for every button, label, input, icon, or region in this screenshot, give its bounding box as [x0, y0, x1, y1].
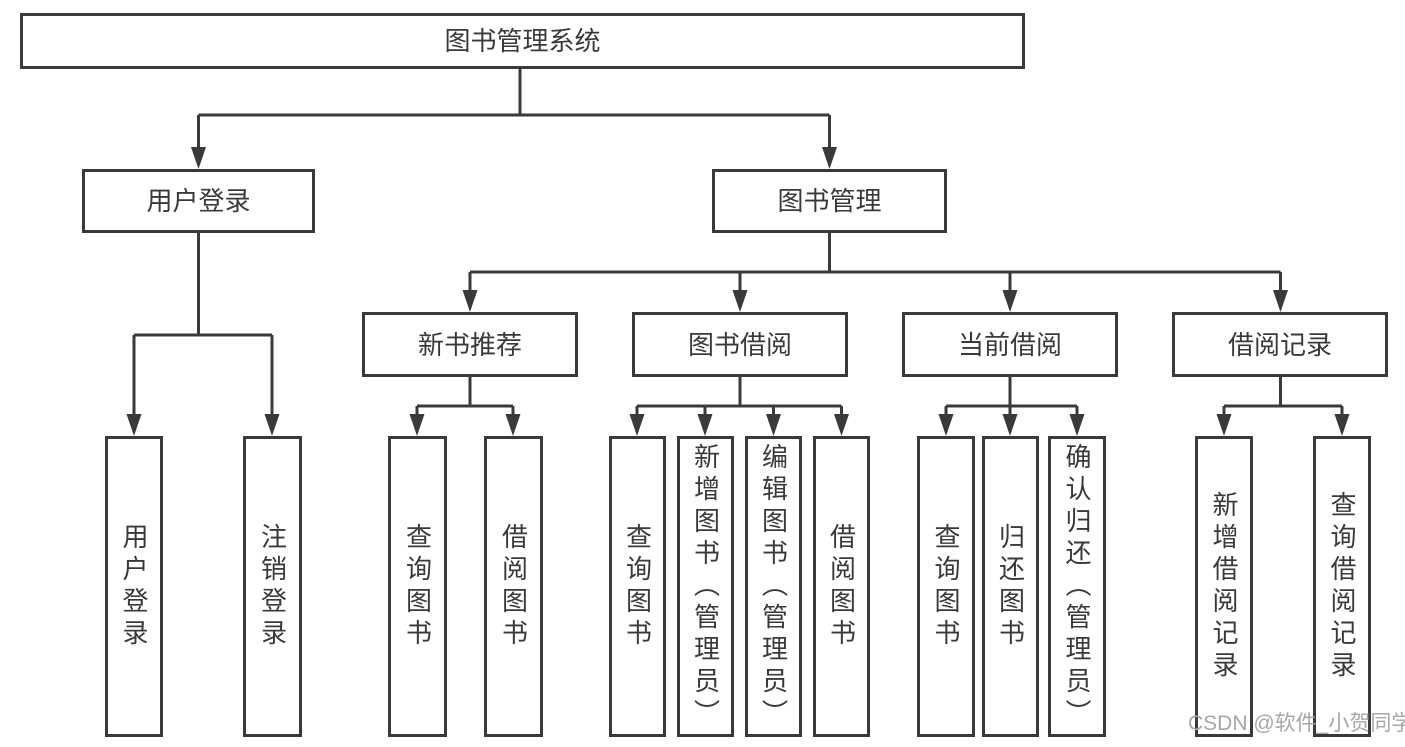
- leaf-add-book-admin-label: 新增图书（管理员）: [690, 442, 721, 731]
- leaf-add-borrow-record: 新增借阅记录: [1195, 436, 1253, 737]
- node-new-book-recommend: 新书推荐: [362, 312, 578, 377]
- node-book-management: 图书管理: [712, 169, 947, 233]
- leaf-borrow-books-recommend-label: 借阅图书: [498, 522, 529, 651]
- connector-new-book-children: [409, 377, 521, 436]
- leaf-query-books-current-label: 查询图书: [931, 522, 961, 651]
- leaf-add-book-admin: 新增图书（管理员）: [677, 436, 734, 737]
- leaf-query-books-recommend-label: 查询图书: [402, 522, 433, 651]
- leaf-query-books-borrowing-label: 查询图书: [622, 522, 653, 651]
- leaf-query-borrow-record: 查询借阅记录: [1313, 436, 1371, 737]
- node-book-borrowing: 图书借阅: [632, 312, 848, 377]
- connector-book-borrowing-children: [629, 377, 849, 436]
- csdn-watermark: CSDN @软件_小贺同学: [1188, 712, 1405, 735]
- connector-current-borrowing-children: [938, 377, 1085, 436]
- leaf-query-books-recommend: 查询图书: [388, 436, 447, 737]
- node-current-borrowing: 当前借阅: [902, 312, 1118, 377]
- leaf-return-book-label: 归还图书: [995, 522, 1026, 651]
- leaf-add-borrow-record-label: 新增借阅记录: [1209, 490, 1239, 683]
- connector-borrowing-records-children: [1216, 377, 1350, 436]
- leaf-confirm-return-admin: 确认归还（管理员）: [1048, 436, 1106, 737]
- node-borrowing-records: 借阅记录: [1172, 312, 1388, 377]
- leaf-return-book: 归还图书: [982, 436, 1039, 737]
- leaf-user-login-label: 用户登录: [119, 522, 149, 651]
- leaf-confirm-return-admin-label: 确认归还（管理员）: [1062, 442, 1092, 731]
- leaf-query-borrow-record-label: 查询借阅记录: [1327, 490, 1357, 683]
- connector-book-management-children: [462, 233, 1288, 312]
- leaf-edit-book-admin: 编辑图书（管理员）: [745, 436, 802, 737]
- connector-root-to-level2: [191, 69, 837, 169]
- leaf-edit-book-admin-label: 编辑图书（管理员）: [758, 442, 789, 731]
- leaf-borrow-books-borrowing-label: 借阅图书: [826, 522, 857, 651]
- connector-user-login-children: [126, 233, 280, 436]
- leaf-borrow-books-recommend: 借阅图书: [484, 436, 543, 737]
- leaf-logout-login-label: 注销登录: [257, 522, 288, 651]
- node-user-login: 用户登录: [82, 169, 315, 233]
- leaf-borrow-books-borrowing: 借阅图书: [813, 436, 870, 737]
- leaf-query-books-current: 查询图书: [917, 436, 975, 737]
- node-library-system: 图书管理系统: [20, 13, 1025, 69]
- leaf-logout-login: 注销登录: [243, 436, 302, 737]
- leaf-query-books-borrowing: 查询图书: [609, 436, 666, 737]
- leaf-user-login: 用户登录: [105, 436, 163, 737]
